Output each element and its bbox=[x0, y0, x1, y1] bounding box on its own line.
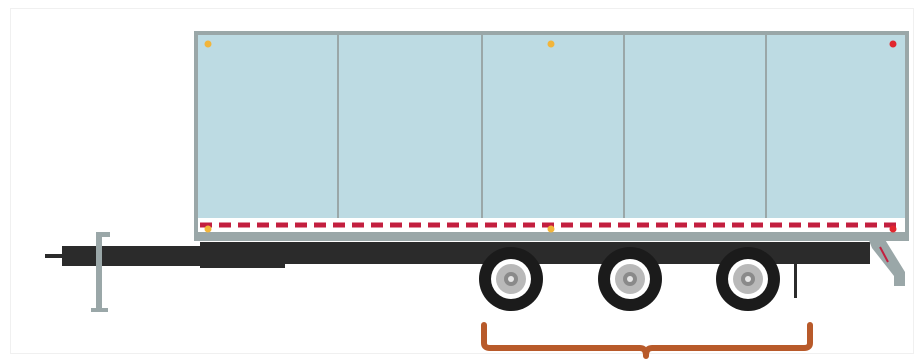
hub-cap bbox=[508, 276, 514, 282]
marker-light-red bbox=[890, 41, 897, 48]
landing-gear-foot bbox=[91, 308, 108, 312]
landing-gear bbox=[91, 232, 110, 312]
rear-bumper-bracket bbox=[868, 238, 905, 286]
landing-gear-top bbox=[96, 232, 110, 237]
marker-light-red bbox=[890, 226, 897, 233]
trailer-body bbox=[196, 33, 907, 239]
hitch-pin bbox=[45, 254, 63, 258]
hub-cap bbox=[627, 276, 633, 282]
hub-cap bbox=[745, 276, 751, 282]
landing-gear-leg bbox=[96, 234, 102, 310]
wheel bbox=[598, 247, 662, 311]
beam-taper bbox=[200, 264, 285, 268]
rear-bumper bbox=[868, 238, 905, 286]
tongue-beam bbox=[62, 246, 202, 266]
trailer-box bbox=[196, 33, 907, 239]
lower-frame bbox=[198, 232, 905, 238]
marker-light-amber bbox=[548, 41, 555, 48]
marker-light-amber bbox=[205, 41, 212, 48]
marker-light-amber bbox=[548, 226, 555, 233]
marker-light-amber bbox=[205, 226, 212, 233]
wheel bbox=[479, 247, 543, 311]
rear-post bbox=[794, 262, 797, 298]
wheel bbox=[716, 247, 780, 311]
axle-group-bracket bbox=[484, 325, 810, 356]
